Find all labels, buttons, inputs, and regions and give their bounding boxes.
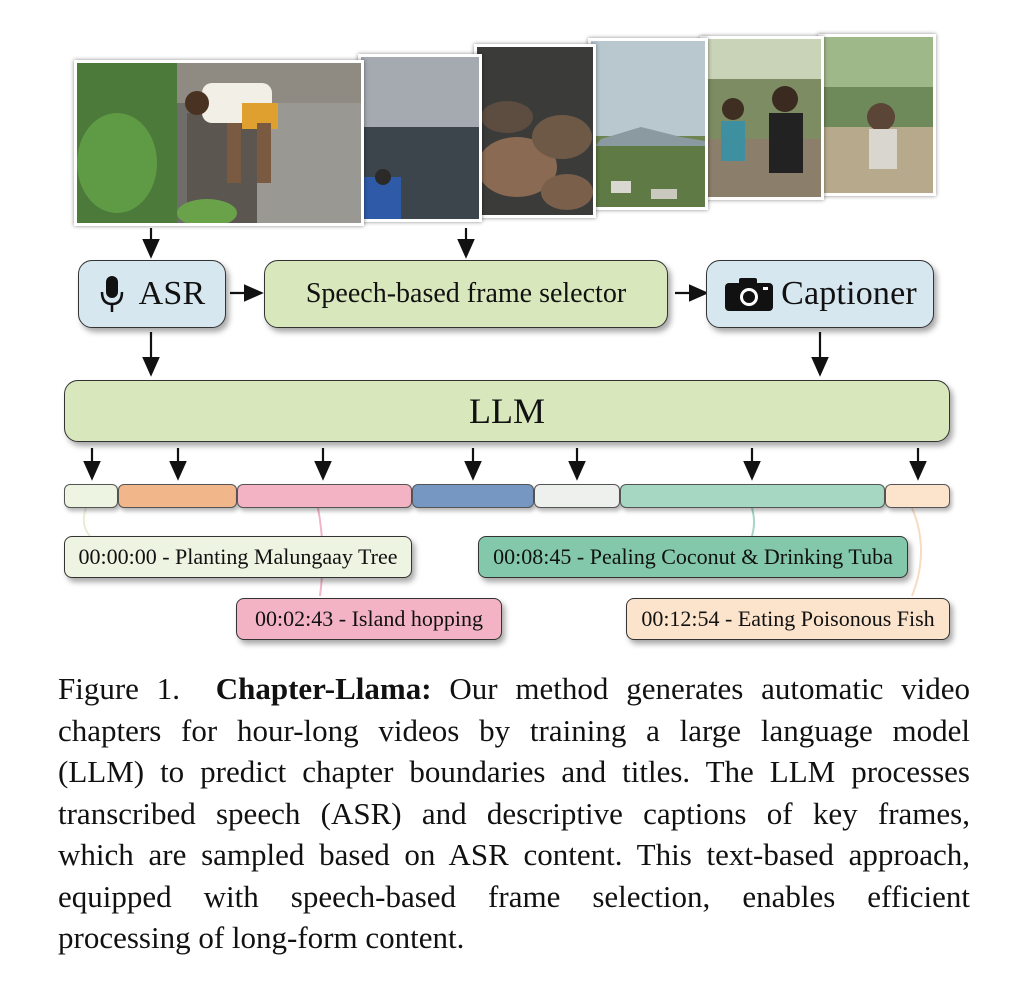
llm-box: LLM xyxy=(64,380,950,442)
caption-title: Chapter-Llama: xyxy=(215,671,432,706)
frame-selector-label: Speech-based frame selector xyxy=(305,278,627,309)
frame-selector-box: Speech-based frame selector xyxy=(264,260,668,328)
chapter-label-4-text: 00:12:54 - Eating Poisonous Fish xyxy=(641,606,935,631)
timeline-segment-2 xyxy=(118,484,237,508)
video-frame-4 xyxy=(588,38,708,210)
caption-line-1-text: Our method generates automatic video xyxy=(449,671,971,706)
chapter-label-4: 00:12:54 - Eating Poisonous Fish xyxy=(626,598,950,640)
chapter-label-1-text: 00:00:00 - Planting Malungaay Tree xyxy=(78,544,398,569)
microphone-icon xyxy=(100,276,123,312)
timeline-segment-1 xyxy=(64,484,118,508)
video-frame-3 xyxy=(474,44,596,218)
caption-prefix: Figure 1. xyxy=(58,671,181,706)
captioner-label: Captioner xyxy=(781,275,917,312)
video-frame-1 xyxy=(74,60,364,226)
video-frame-5 xyxy=(700,36,824,200)
caption-line-4: transcribed speech (ASR) and descriptive… xyxy=(58,795,970,831)
timeline-segment-6 xyxy=(620,484,885,508)
caption-line-6: equipped with speech-based frame selecti… xyxy=(58,878,970,914)
chapter-label-2: 00:02:43 - Island hopping xyxy=(236,598,502,640)
figure-caption: Figure 1. Chapter-Llama: Our method gene… xyxy=(58,668,970,959)
caption-line-7: processing of long-form content. xyxy=(58,920,465,955)
chapter-llama-diagram: ASR Speech-based frame selector Captione… xyxy=(64,34,950,640)
camera-icon xyxy=(725,278,774,311)
caption-line-5: which are sampled based on ASR content. … xyxy=(58,837,970,872)
arrows-layer xyxy=(82,228,927,597)
captioner-box: Captioner xyxy=(706,260,934,328)
chapter-label-2-text: 00:02:43 - Island hopping xyxy=(255,606,483,631)
connector-chapter-1 xyxy=(82,507,91,537)
connector-chapter-4 xyxy=(911,507,922,597)
chapter-label-3: 00:08:45 - Pealing Coconut & Drinking Tu… xyxy=(478,536,908,578)
caption-line-1: Figure 1. Chapter-Llama: Our method gene… xyxy=(58,668,970,710)
asr-box: ASR xyxy=(78,260,226,328)
chapter-label-1: 00:00:00 - Planting Malungaay Tree xyxy=(64,536,412,578)
timeline-segment-4 xyxy=(412,484,534,508)
caption-line-3: (LLM) to predict chapter boundaries and … xyxy=(58,754,970,789)
timeline-segment-5 xyxy=(534,484,620,508)
connector-chapter-3 xyxy=(751,507,755,537)
chapter-label-3-text: 00:08:45 - Pealing Coconut & Drinking Tu… xyxy=(493,544,893,569)
asr-label: ASR xyxy=(138,275,206,312)
timeline-segment-7 xyxy=(885,484,950,508)
caption-line-2: chapters for hour-long videos by trainin… xyxy=(58,712,970,748)
llm-label: LLM xyxy=(469,391,545,431)
video-frame-6 xyxy=(818,34,936,196)
timeline-segment-3 xyxy=(237,484,412,508)
